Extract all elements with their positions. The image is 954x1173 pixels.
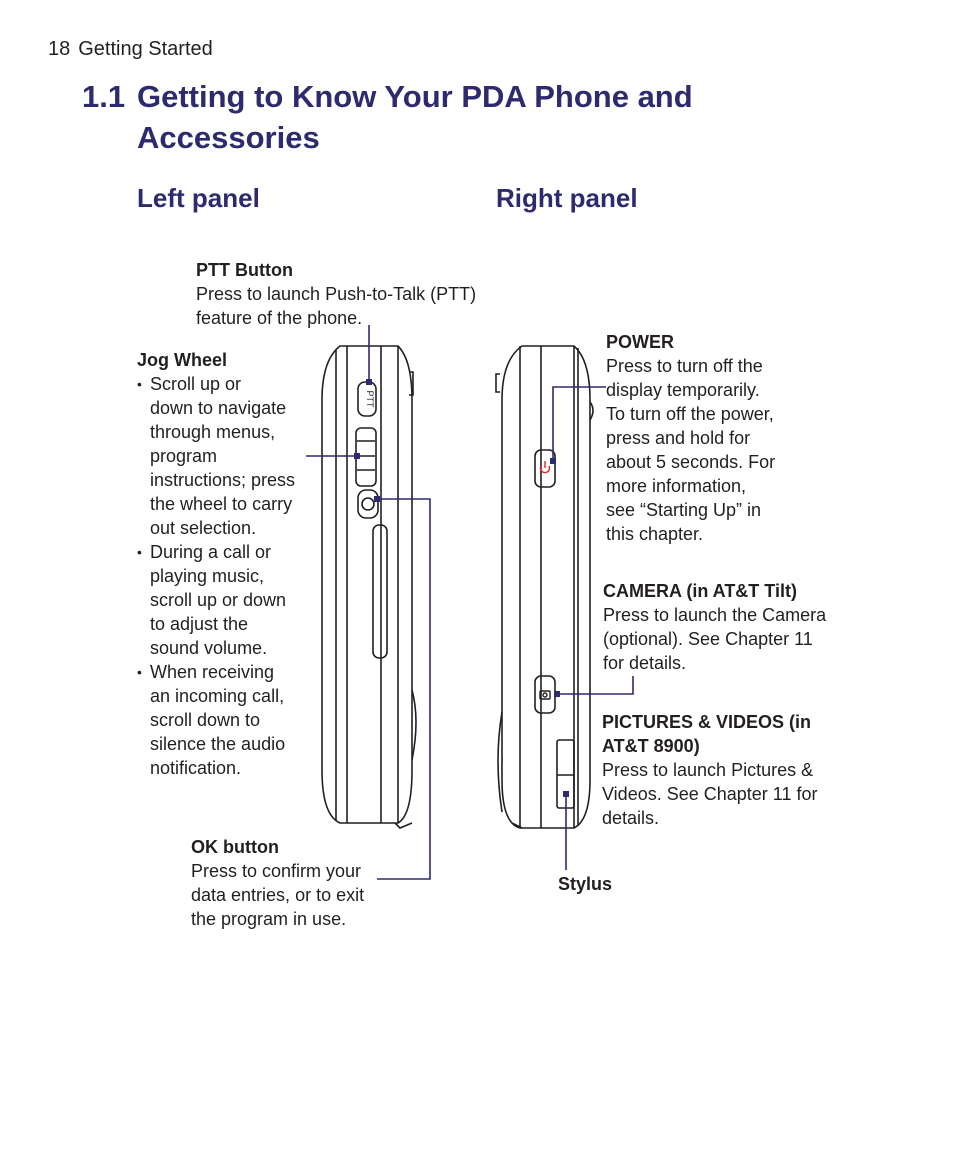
running-header: 18 Getting Started (48, 38, 213, 61)
ptt-button-title: PTT Button (196, 260, 293, 280)
power-callout: POWER Press to turn off the display temp… (606, 330, 775, 546)
bullet-1-line: instructions; press (150, 470, 296, 490)
camera-desc-line: for details. (603, 653, 687, 673)
power-desc-line: about 5 seconds. For (606, 452, 776, 472)
pictures-desc-line: details. (602, 808, 660, 828)
ptt-button-desc-1: Press to launch Push-to-Talk (PTT) (196, 284, 477, 304)
ptt-label: PTT (365, 391, 375, 409)
pictures-desc-line: Videos. See Chapter 11 for (602, 784, 818, 804)
bullet-1-line: Scroll up or (150, 374, 242, 394)
jog-wheel-bullets: Scroll up or down to navigate through me… (137, 372, 295, 780)
stylus-title: Stylus (558, 874, 613, 894)
jog-wheel-title: Jog Wheel (137, 350, 228, 370)
power-title: POWER (606, 332, 675, 352)
camera-desc-line: Press to launch the Camera (603, 605, 827, 625)
jog-wheel-callout: Jog Wheel Scroll up or down to navigate … (137, 348, 295, 780)
pictures-videos-callout: PICTURES & VIDEOS (in AT&T 8900) Press t… (602, 710, 817, 830)
power-desc-line: see “Starting Up” in (606, 500, 762, 520)
page-number: 18 (48, 38, 71, 60)
ok-button-desc-1: Press to confirm your (191, 861, 362, 881)
bullet-1-line: down to navigate (150, 398, 287, 418)
bullet-3-line: notification. (150, 758, 242, 778)
jog-wheel-bullet-1: Scroll up or down to navigate through me… (137, 372, 295, 540)
ok-button-desc-2: data entries, or to exit (191, 885, 365, 905)
camera-title: CAMERA (in AT&T Tilt) (603, 581, 797, 601)
power-desc-line: To turn off the power, (606, 404, 774, 424)
ptt-button-callout: PTT Button Press to launch Push-to-Talk … (196, 258, 476, 330)
leader-endpoints (354, 379, 569, 797)
jog-wheel-bullet-2: During a call or playing music, scroll u… (137, 540, 295, 660)
ptt-button-desc-2: feature of the phone. (196, 308, 363, 328)
camera-desc-line: (optional). See Chapter 11 (603, 629, 813, 649)
bullet-1-line: out selection. (150, 518, 257, 538)
power-desc-line: press and hold for (606, 428, 751, 448)
right-panel-heading: Right panel (496, 183, 638, 213)
ok-button-callout: OK button Press to confirm your data ent… (191, 835, 364, 931)
power-desc-line: display temporarily. (606, 380, 760, 400)
left-panel-heading: Left panel (137, 183, 260, 213)
bullet-2-line: During a call or (150, 542, 272, 562)
bullet-1-line: through menus, (150, 422, 276, 442)
power-desc-line: more information, (606, 476, 747, 496)
title-line-2: Accessories (137, 120, 320, 155)
bullet-1-line: program (150, 446, 218, 466)
running-section: Getting Started (78, 38, 213, 60)
left-side-device (321, 345, 417, 829)
bullet-2-line: to adjust the (150, 614, 249, 634)
power-desc-line: Press to turn off the (606, 356, 763, 376)
bullet-2-line: playing music, (150, 566, 265, 586)
bullet-3-line: an incoming call, (150, 686, 285, 706)
title-line-1: Getting to Know Your PDA Phone and (137, 79, 693, 114)
section-number: 1.1 (82, 79, 126, 114)
jog-wheel-bullet-3: When receiving an incoming call, scroll … (137, 660, 295, 780)
camera-callout: CAMERA (in AT&T Tilt) Press to launch th… (603, 579, 826, 675)
pictures-title-line: AT&T 8900) (602, 736, 700, 756)
page-title: 1.1 Getting to Know Your PDA Phone and Ac… (82, 76, 693, 158)
bullet-2-line: sound volume. (150, 638, 268, 658)
bullet-2-line: scroll up or down (150, 590, 287, 610)
pictures-desc-line: Press to launch Pictures & (602, 760, 814, 780)
bullet-3-line: scroll down to (150, 710, 261, 730)
power-desc-line: this chapter. (606, 524, 704, 544)
power-icon (539, 461, 551, 474)
leader-lines (306, 325, 634, 880)
camera-icon (539, 690, 551, 700)
pictures-title-line: PICTURES & VIDEOS (in (602, 712, 812, 732)
ok-button-title: OK button (191, 837, 279, 857)
right-side-device (495, 345, 594, 829)
stylus-callout: Stylus (558, 872, 612, 896)
bullet-3-line: silence the audio (150, 734, 286, 754)
bullet-3-line: When receiving (150, 662, 275, 682)
ok-button-desc-3: the program in use. (191, 909, 347, 929)
bullet-1-line: the wheel to carry (150, 494, 293, 514)
